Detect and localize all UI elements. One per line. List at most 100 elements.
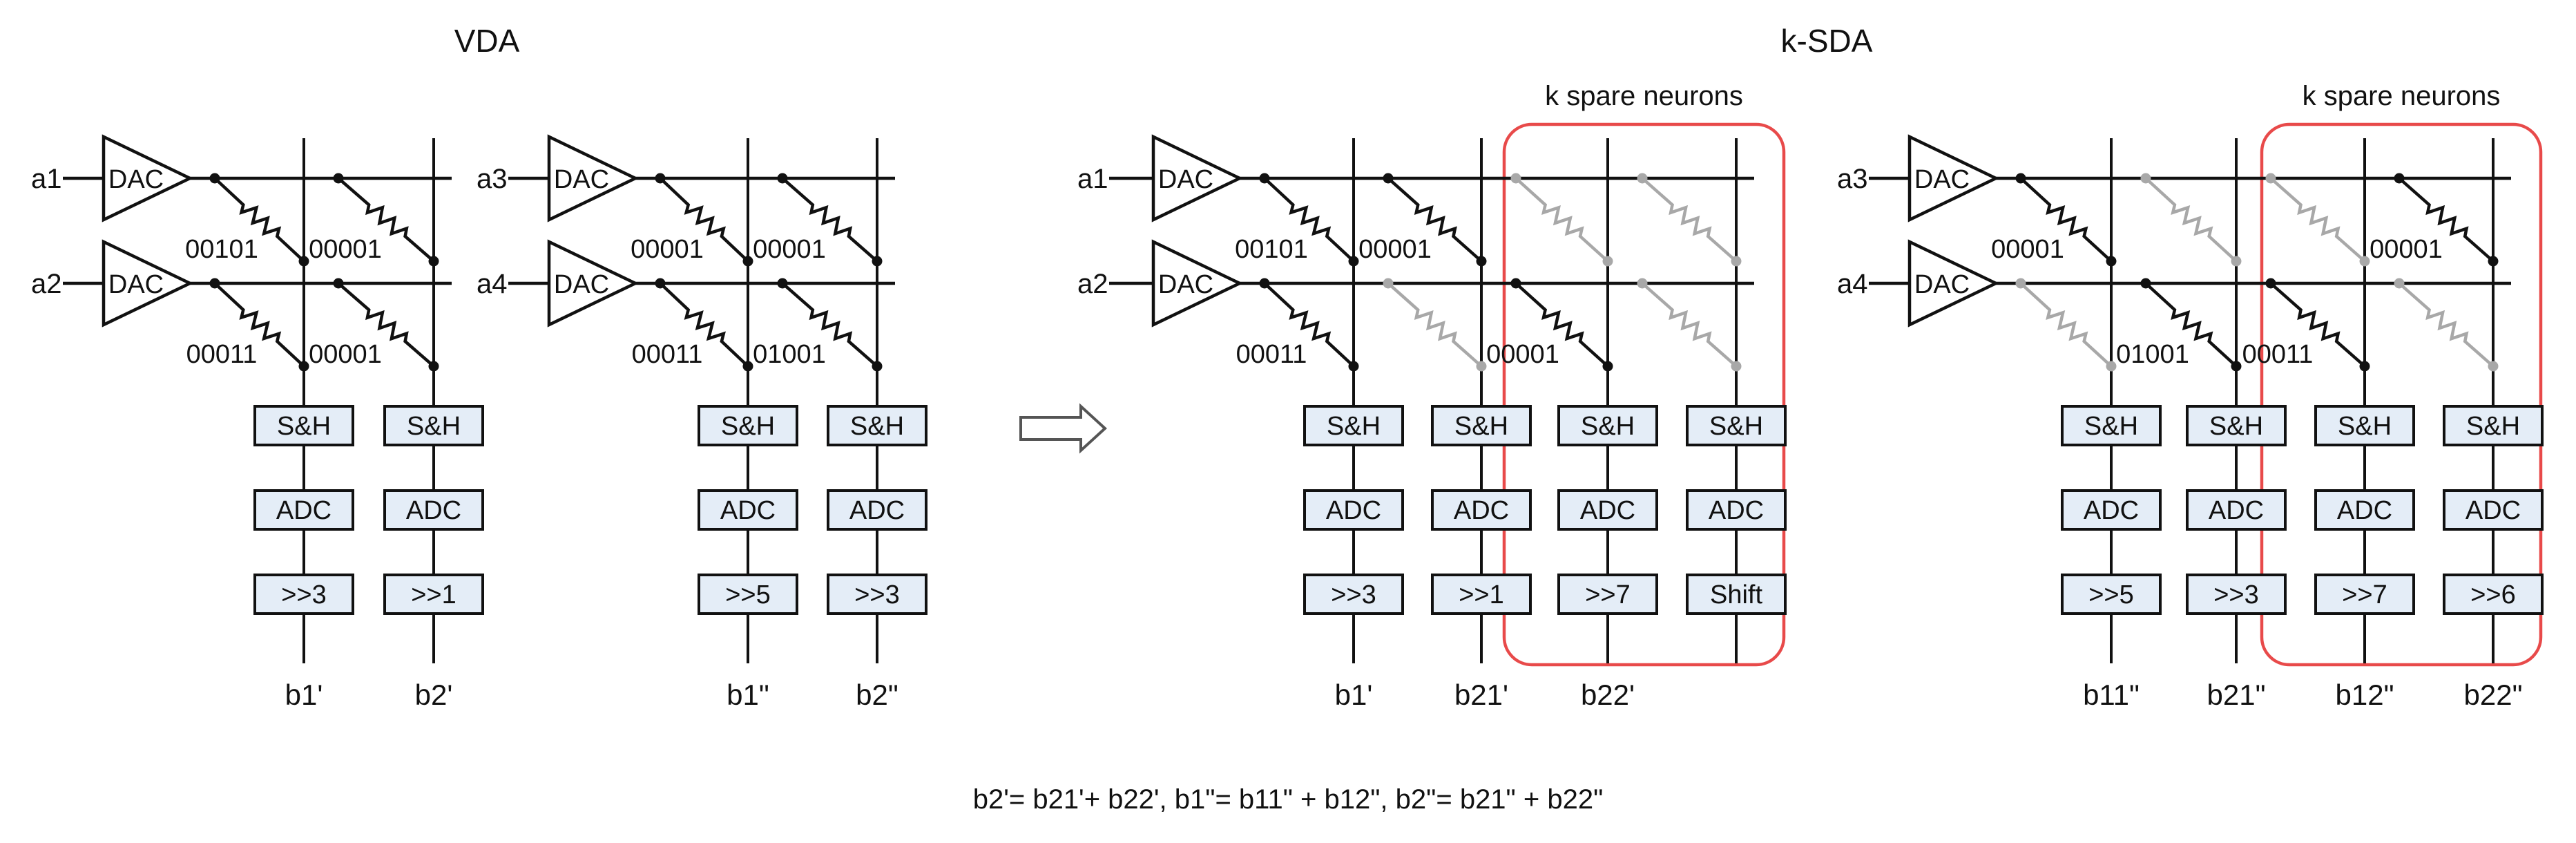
sample-hold-block (383, 405, 484, 446)
weight-label: 00001 (631, 235, 704, 264)
junction-dot (1259, 278, 1270, 289)
adc-block (1686, 489, 1787, 531)
dac-a3 (1907, 134, 2000, 222)
junction-dot (872, 361, 883, 372)
sample-hold-label: S&H (277, 412, 331, 441)
weight-label: 01001 (753, 340, 826, 369)
shift-label: >>3 (1331, 580, 1376, 609)
junction-dot (333, 278, 344, 289)
resistor-inactive (2019, 282, 2113, 368)
shift-label: Shift (1710, 580, 1762, 609)
weight-label: 01001 (2116, 340, 2189, 369)
sample-hold-label: S&H (721, 412, 775, 441)
junction-dot (1637, 173, 1648, 184)
junction-dot (742, 361, 753, 372)
shift-label: >>6 (2470, 580, 2516, 609)
adc-block (2186, 489, 2287, 531)
input-label-a2: a2 (31, 269, 62, 299)
spare-neurons-box (1502, 122, 1786, 667)
sample-hold-block (2061, 405, 2162, 446)
weight-label: 00001 (1991, 235, 2064, 264)
input-label-a3: a3 (477, 164, 508, 194)
adc-label: ADC (2466, 496, 2521, 525)
weight-label: 00011 (186, 340, 258, 369)
resistor-inactive (2144, 177, 2238, 263)
input-label-a3: a3 (1837, 164, 1868, 194)
weight-label: 00011 (632, 340, 703, 369)
adc-block (1303, 489, 1404, 531)
resistor (659, 177, 749, 263)
sample-hold-label: S&H (2209, 412, 2263, 441)
resistor (2269, 282, 2366, 368)
junction-dot (2265, 173, 2276, 184)
adc-label: ADC (849, 496, 905, 525)
dac-a2 (1151, 239, 1244, 328)
junction-dot (2231, 256, 2242, 267)
output-label: b22' (1581, 679, 1635, 711)
adc-label: ADC (1326, 496, 1381, 525)
junction-dot (2359, 361, 2370, 372)
resistor (781, 282, 878, 368)
junction-dot (1476, 361, 1487, 372)
sample-hold-block (1303, 405, 1404, 446)
shift-block (1557, 574, 1658, 615)
output-label: b1' (285, 679, 323, 711)
weight-label: 00011 (1236, 340, 1307, 369)
adc-block (827, 489, 927, 531)
resistor (1387, 177, 1483, 263)
adc-block (383, 489, 484, 531)
adc-label: ADC (720, 496, 776, 525)
resistor-inactive (2398, 282, 2495, 368)
shift-block (2314, 574, 2415, 615)
shift-block (2061, 574, 2162, 615)
junction-dot (777, 173, 788, 184)
junction-dot (1731, 256, 1742, 267)
junction-dot (209, 173, 220, 184)
resistor-inactive (1641, 282, 1738, 368)
resistor-inactive (1641, 177, 1738, 263)
output-label: b12" (2336, 679, 2394, 711)
sample-hold-label: S&H (1327, 412, 1381, 441)
dac-label: DAC (1914, 165, 1970, 194)
adc-block (698, 489, 798, 531)
output-label: b21' (1454, 679, 1508, 711)
sample-hold-block (1431, 405, 1532, 446)
spare-neurons-label: k spare neurons (1545, 81, 1743, 111)
sample-hold-block (2443, 405, 2544, 446)
resistor (781, 177, 878, 263)
adc-block (2061, 489, 2162, 531)
resistor-inactive (2269, 177, 2366, 263)
transition-arrow (1019, 403, 1107, 454)
adc-block (1557, 489, 1658, 531)
junction-dot (333, 173, 344, 184)
shift-block (253, 574, 354, 615)
output-label: b11" (2083, 679, 2140, 711)
title-vda: VDA (454, 23, 520, 59)
junction-dot (2394, 278, 2405, 289)
adc-label: ADC (276, 496, 331, 525)
spare-neurons-label: k spare neurons (2303, 81, 2501, 111)
junction-dot (428, 361, 439, 372)
input-label-a2: a2 (1077, 269, 1108, 299)
shift-block (827, 574, 927, 615)
title-ksda: k-SDA (1781, 23, 1873, 59)
dac-a4 (547, 239, 640, 328)
dac-label: DAC (1158, 270, 1213, 299)
junction-dot (2140, 173, 2151, 184)
dac-a1 (1151, 134, 1244, 222)
shift-label: >>1 (1459, 580, 1504, 609)
adc-block (2314, 489, 2415, 531)
junction-dot (1383, 278, 1394, 289)
sample-hold-label: S&H (1454, 412, 1508, 441)
resistor (213, 177, 305, 263)
resistor-inactive (1515, 177, 1609, 263)
sample-hold-block (1557, 405, 1658, 446)
adc-block (1431, 489, 1532, 531)
junction-dot (428, 256, 439, 267)
sample-hold-label: S&H (1581, 412, 1635, 441)
weight-label: 00001 (1358, 235, 1432, 264)
